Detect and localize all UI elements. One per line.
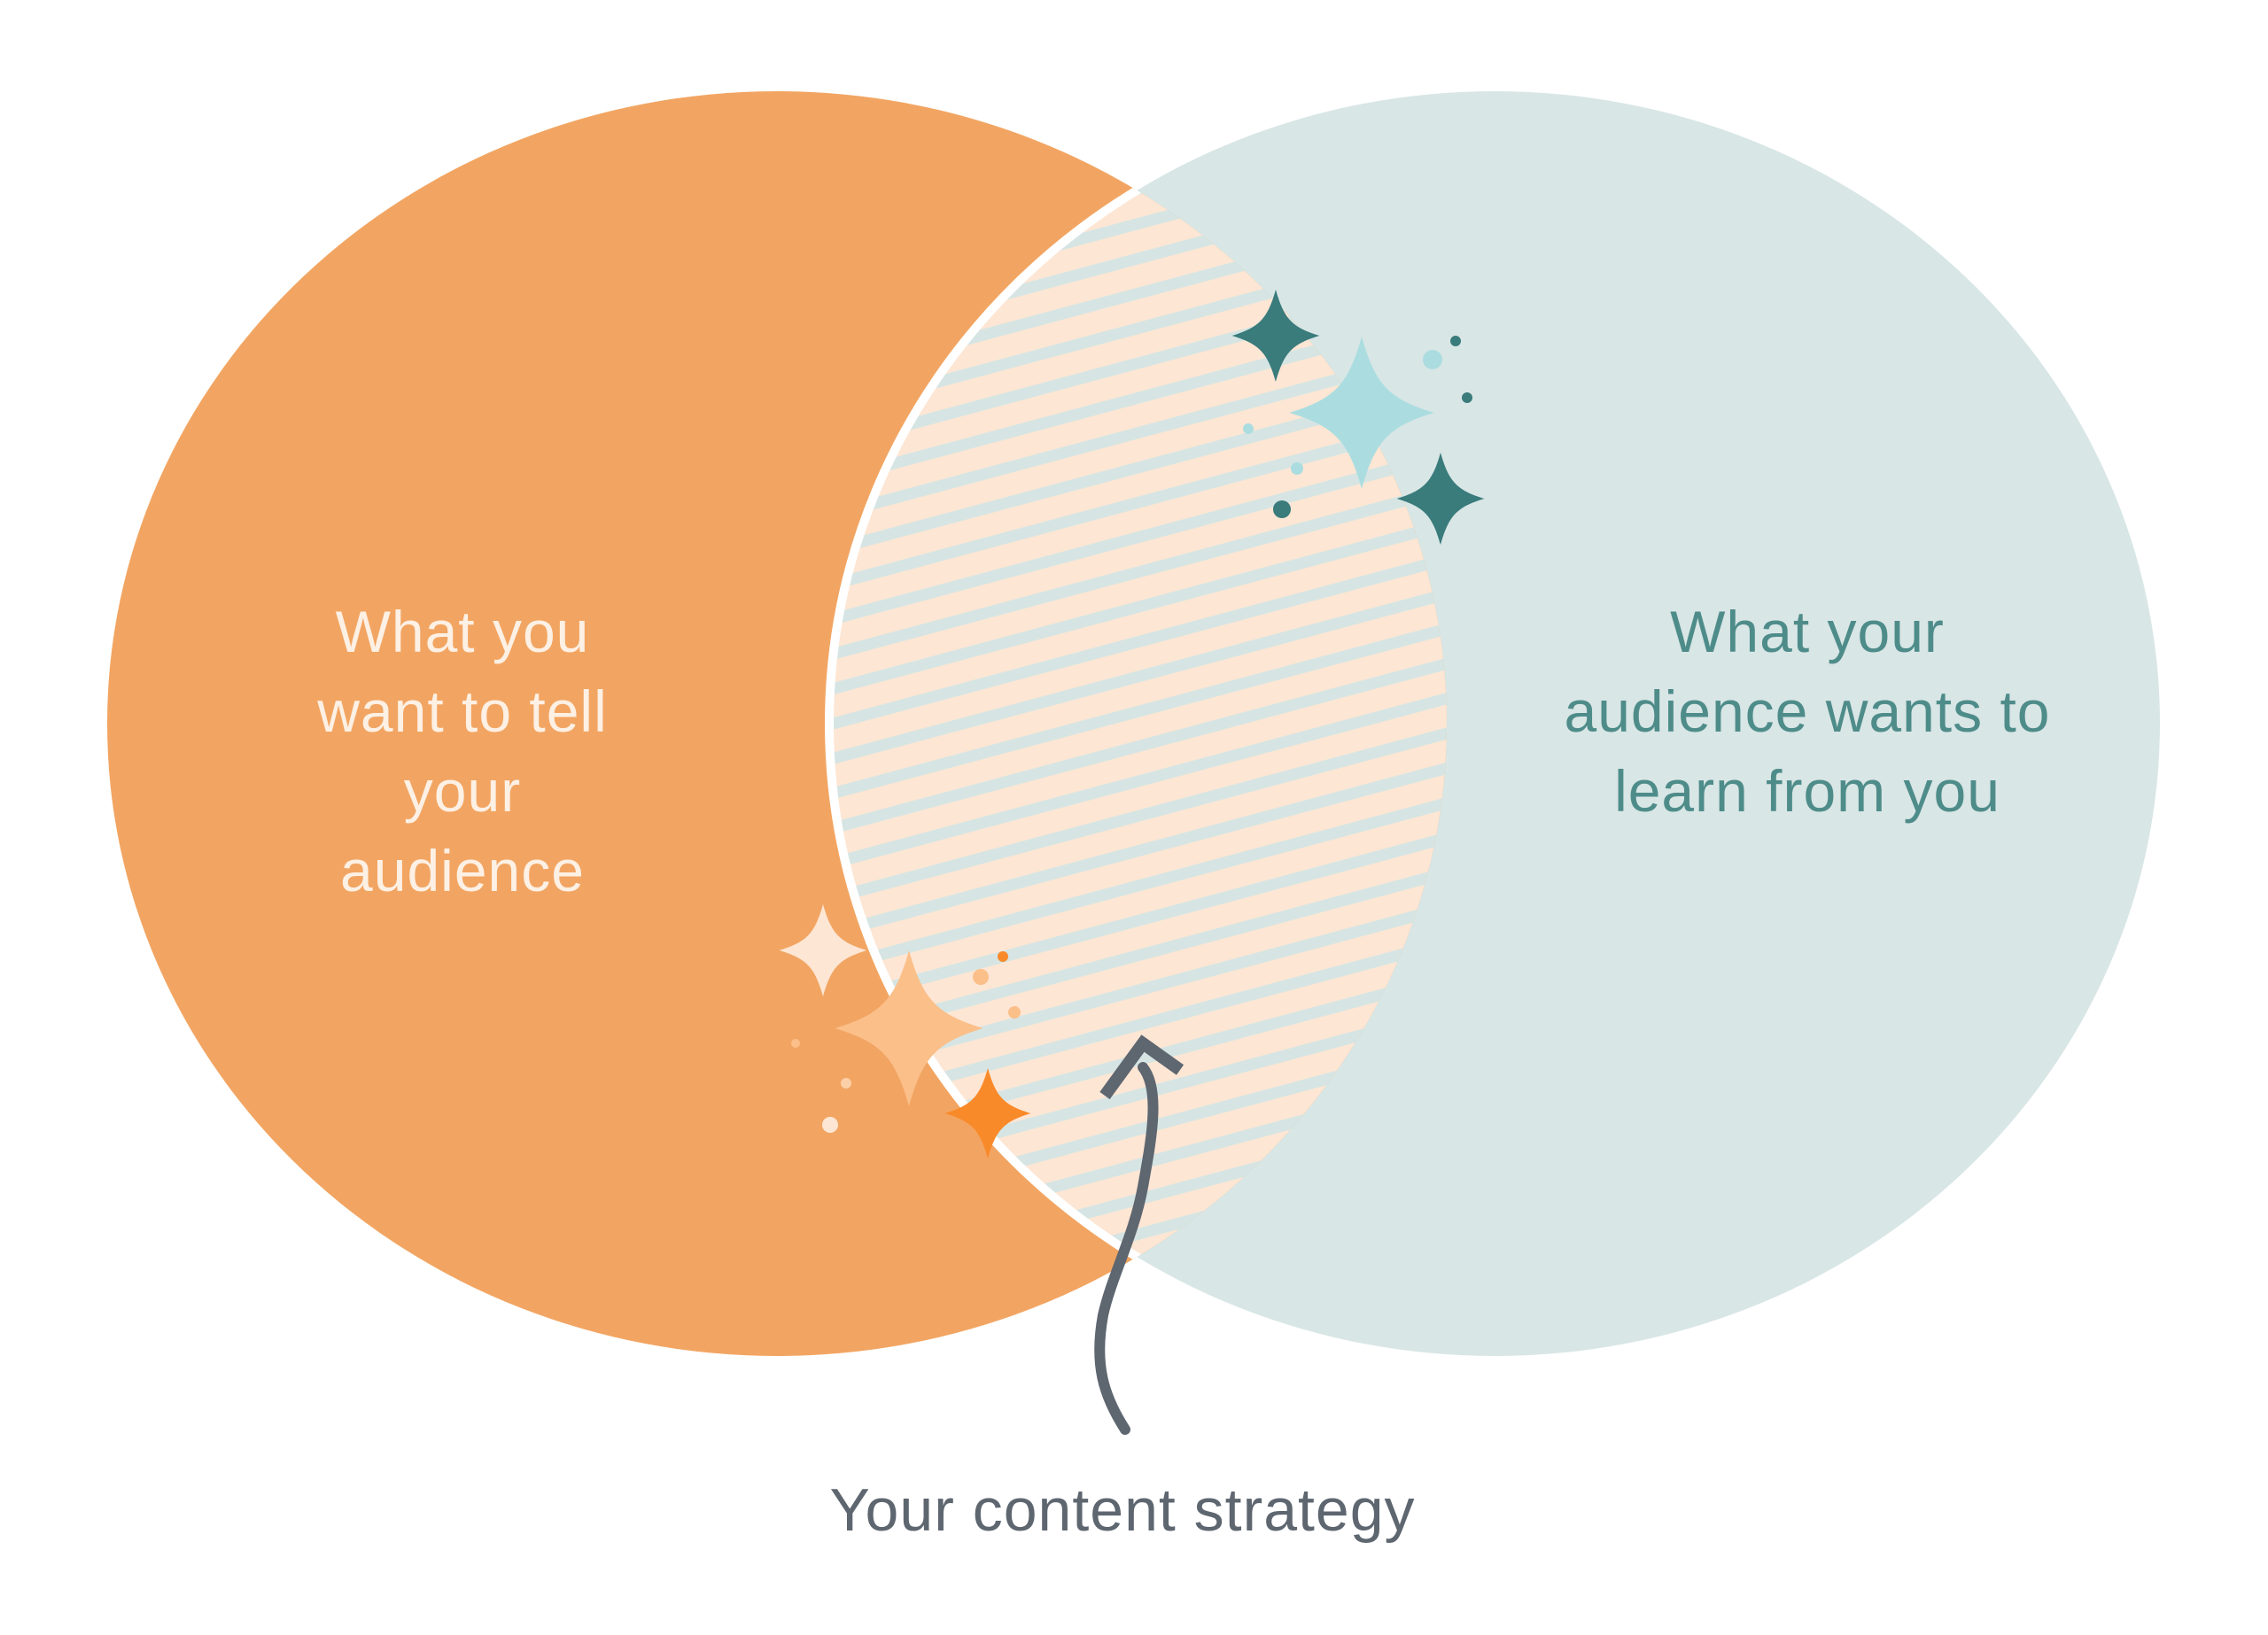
- sparkle-dot: [1291, 462, 1303, 475]
- sparkle-dot: [998, 951, 1008, 962]
- sparkle-dot: [1008, 1006, 1021, 1019]
- sparkle-dot: [1273, 500, 1291, 518]
- left-label-line: What you: [335, 599, 590, 664]
- sparkle-dot: [822, 1117, 838, 1133]
- sparkle-icon: [779, 904, 867, 996]
- sparkle-icon: [944, 1068, 1031, 1158]
- sparkle-dot: [1243, 423, 1254, 434]
- left-circle-label: What you want to tell your audience: [285, 592, 640, 910]
- sparkle-icon: [1289, 337, 1434, 489]
- left-label-line: want to tell: [317, 678, 608, 744]
- sparkle-dot: [1450, 336, 1461, 346]
- sparkles-bottom: [779, 904, 1031, 1158]
- sparkle-icon: [1231, 290, 1320, 382]
- sparkle-icon: [1396, 453, 1485, 545]
- right-label-line: learn from you: [1614, 758, 2000, 824]
- intersection-label: Your content strategy: [829, 1476, 1416, 1544]
- sparkle-dot: [973, 969, 989, 985]
- sparkle-dot: [841, 1078, 851, 1089]
- right-label-line: audience wants to: [1564, 678, 2051, 744]
- sparkle-dot: [1462, 392, 1472, 403]
- sparkle-dot: [791, 1039, 800, 1048]
- right-label-line: What your: [1670, 599, 1945, 664]
- left-label-line: your audience: [340, 758, 585, 903]
- right-circle-label: What your audience wants to learn from y…: [1497, 592, 2117, 831]
- sparkle-dot: [1423, 350, 1442, 369]
- sparkle-icon: [835, 950, 983, 1106]
- sparkles-top: [1231, 290, 1485, 545]
- arrow-icon: [1094, 1034, 1184, 1435]
